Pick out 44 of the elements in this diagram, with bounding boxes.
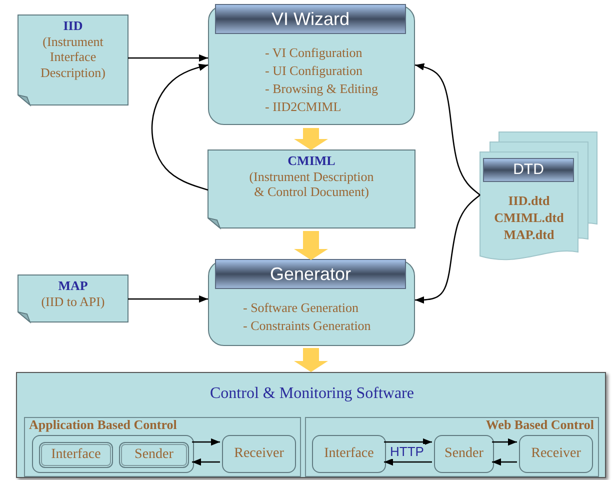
control-panel xyxy=(305,417,599,477)
component-box xyxy=(39,442,113,468)
title-bar: VI Wizard xyxy=(215,4,406,34)
list-item: - VI Configuration xyxy=(264,46,364,61)
document-title: MAP xyxy=(57,278,89,294)
document-box xyxy=(18,15,128,105)
component-label: Interface xyxy=(50,447,102,464)
software-panel xyxy=(16,372,606,478)
list-item: - IID2CMIML xyxy=(264,100,342,115)
component-box xyxy=(519,435,593,473)
process-box xyxy=(208,5,415,125)
list-item: - Constraints Generation xyxy=(242,319,372,334)
document-stack xyxy=(480,132,597,260)
panel-title: Web Based Control xyxy=(486,418,594,433)
document-title: IID xyxy=(62,18,84,34)
title-bar: Generator xyxy=(215,259,406,289)
edge-label: HTTP xyxy=(389,444,425,459)
file-name: MAP.dtd xyxy=(502,228,556,243)
file-name: CMIML.dtd xyxy=(493,211,565,226)
component-label: Receiver xyxy=(530,446,582,462)
document-box xyxy=(208,150,415,228)
list-item: - Browsing & Editing xyxy=(264,82,380,97)
process-box xyxy=(208,260,415,346)
component-box xyxy=(222,435,296,473)
list-item: - Software Generation xyxy=(242,301,360,316)
document-description: (IID to API) xyxy=(40,294,106,310)
component-box xyxy=(32,435,194,473)
document-description: (Instrument Interface Description) xyxy=(40,34,106,80)
control-panel xyxy=(24,417,301,477)
document-title: CMIML xyxy=(286,153,336,169)
panel-title: Application Based Control xyxy=(29,418,177,433)
panel-title: Control & Monitoring Software xyxy=(209,385,415,404)
component-box xyxy=(434,435,494,473)
component-label: Receiver xyxy=(233,446,285,462)
document-box xyxy=(18,275,128,322)
component-label: Interface xyxy=(323,446,375,462)
list-item: - UI Configuration xyxy=(264,64,364,79)
title-bar: DTD xyxy=(483,158,574,182)
component-label: Sender xyxy=(444,446,484,462)
file-name: IID.dtd xyxy=(507,194,551,209)
component-label: Sender xyxy=(134,447,174,464)
document-description: (Instrument Description & Control Document) xyxy=(248,168,375,200)
component-box xyxy=(312,435,386,473)
component-box xyxy=(119,442,189,468)
